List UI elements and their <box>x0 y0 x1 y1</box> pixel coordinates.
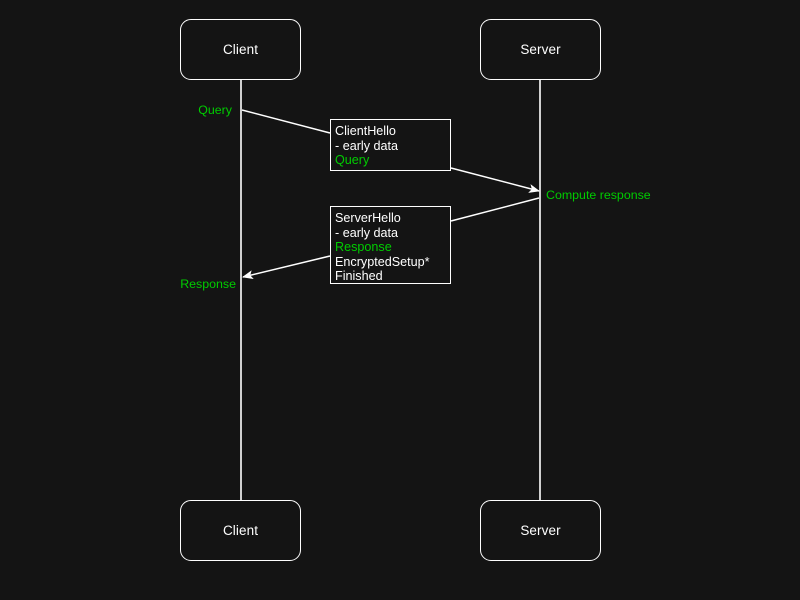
note-query: Query <box>120 104 232 116</box>
message-line: EncryptedSetup* <box>335 254 430 269</box>
actor-label-client-bottom: Client <box>222 522 259 538</box>
arrow-server-hello-segment-b <box>242 255 331 280</box>
message-line: ClientHello <box>335 124 396 138</box>
arrow-server-hello-segment-a <box>450 197 540 222</box>
actor-box-server-bottom[interactable]: Server <box>480 500 601 561</box>
message-line-accent: Response <box>335 240 392 255</box>
actor-box-client-top[interactable]: Client <box>180 19 301 80</box>
arrow-client-hello-segment-a <box>241 109 331 134</box>
message-box-client-hello[interactable]: ClientHello - early data Query <box>330 119 451 171</box>
message-line: - early data <box>335 225 398 240</box>
actor-box-client-bottom[interactable]: Client <box>180 500 301 561</box>
note-response: Response <box>124 278 236 290</box>
message-line: Finished <box>335 269 383 284</box>
message-line: ServerHello <box>335 211 401 225</box>
message-line-accent: Query <box>335 153 370 168</box>
arrow-client-hello-segment-b <box>450 167 540 193</box>
note-query-label: Query <box>198 103 232 117</box>
note-compute-response: Compute response <box>546 189 651 201</box>
actor-label-client-top: Client <box>222 41 259 57</box>
actor-label-server-bottom: Server <box>520 522 561 538</box>
note-response-label: Response <box>180 277 236 291</box>
message-line: - early data <box>335 138 398 153</box>
message-box-server-hello[interactable]: ServerHello - early data Response Encryp… <box>330 206 451 284</box>
actor-label-server-top: Server <box>520 41 561 57</box>
note-compute-response-label: Compute response <box>546 188 651 202</box>
actor-box-server-top[interactable]: Server <box>480 19 601 80</box>
